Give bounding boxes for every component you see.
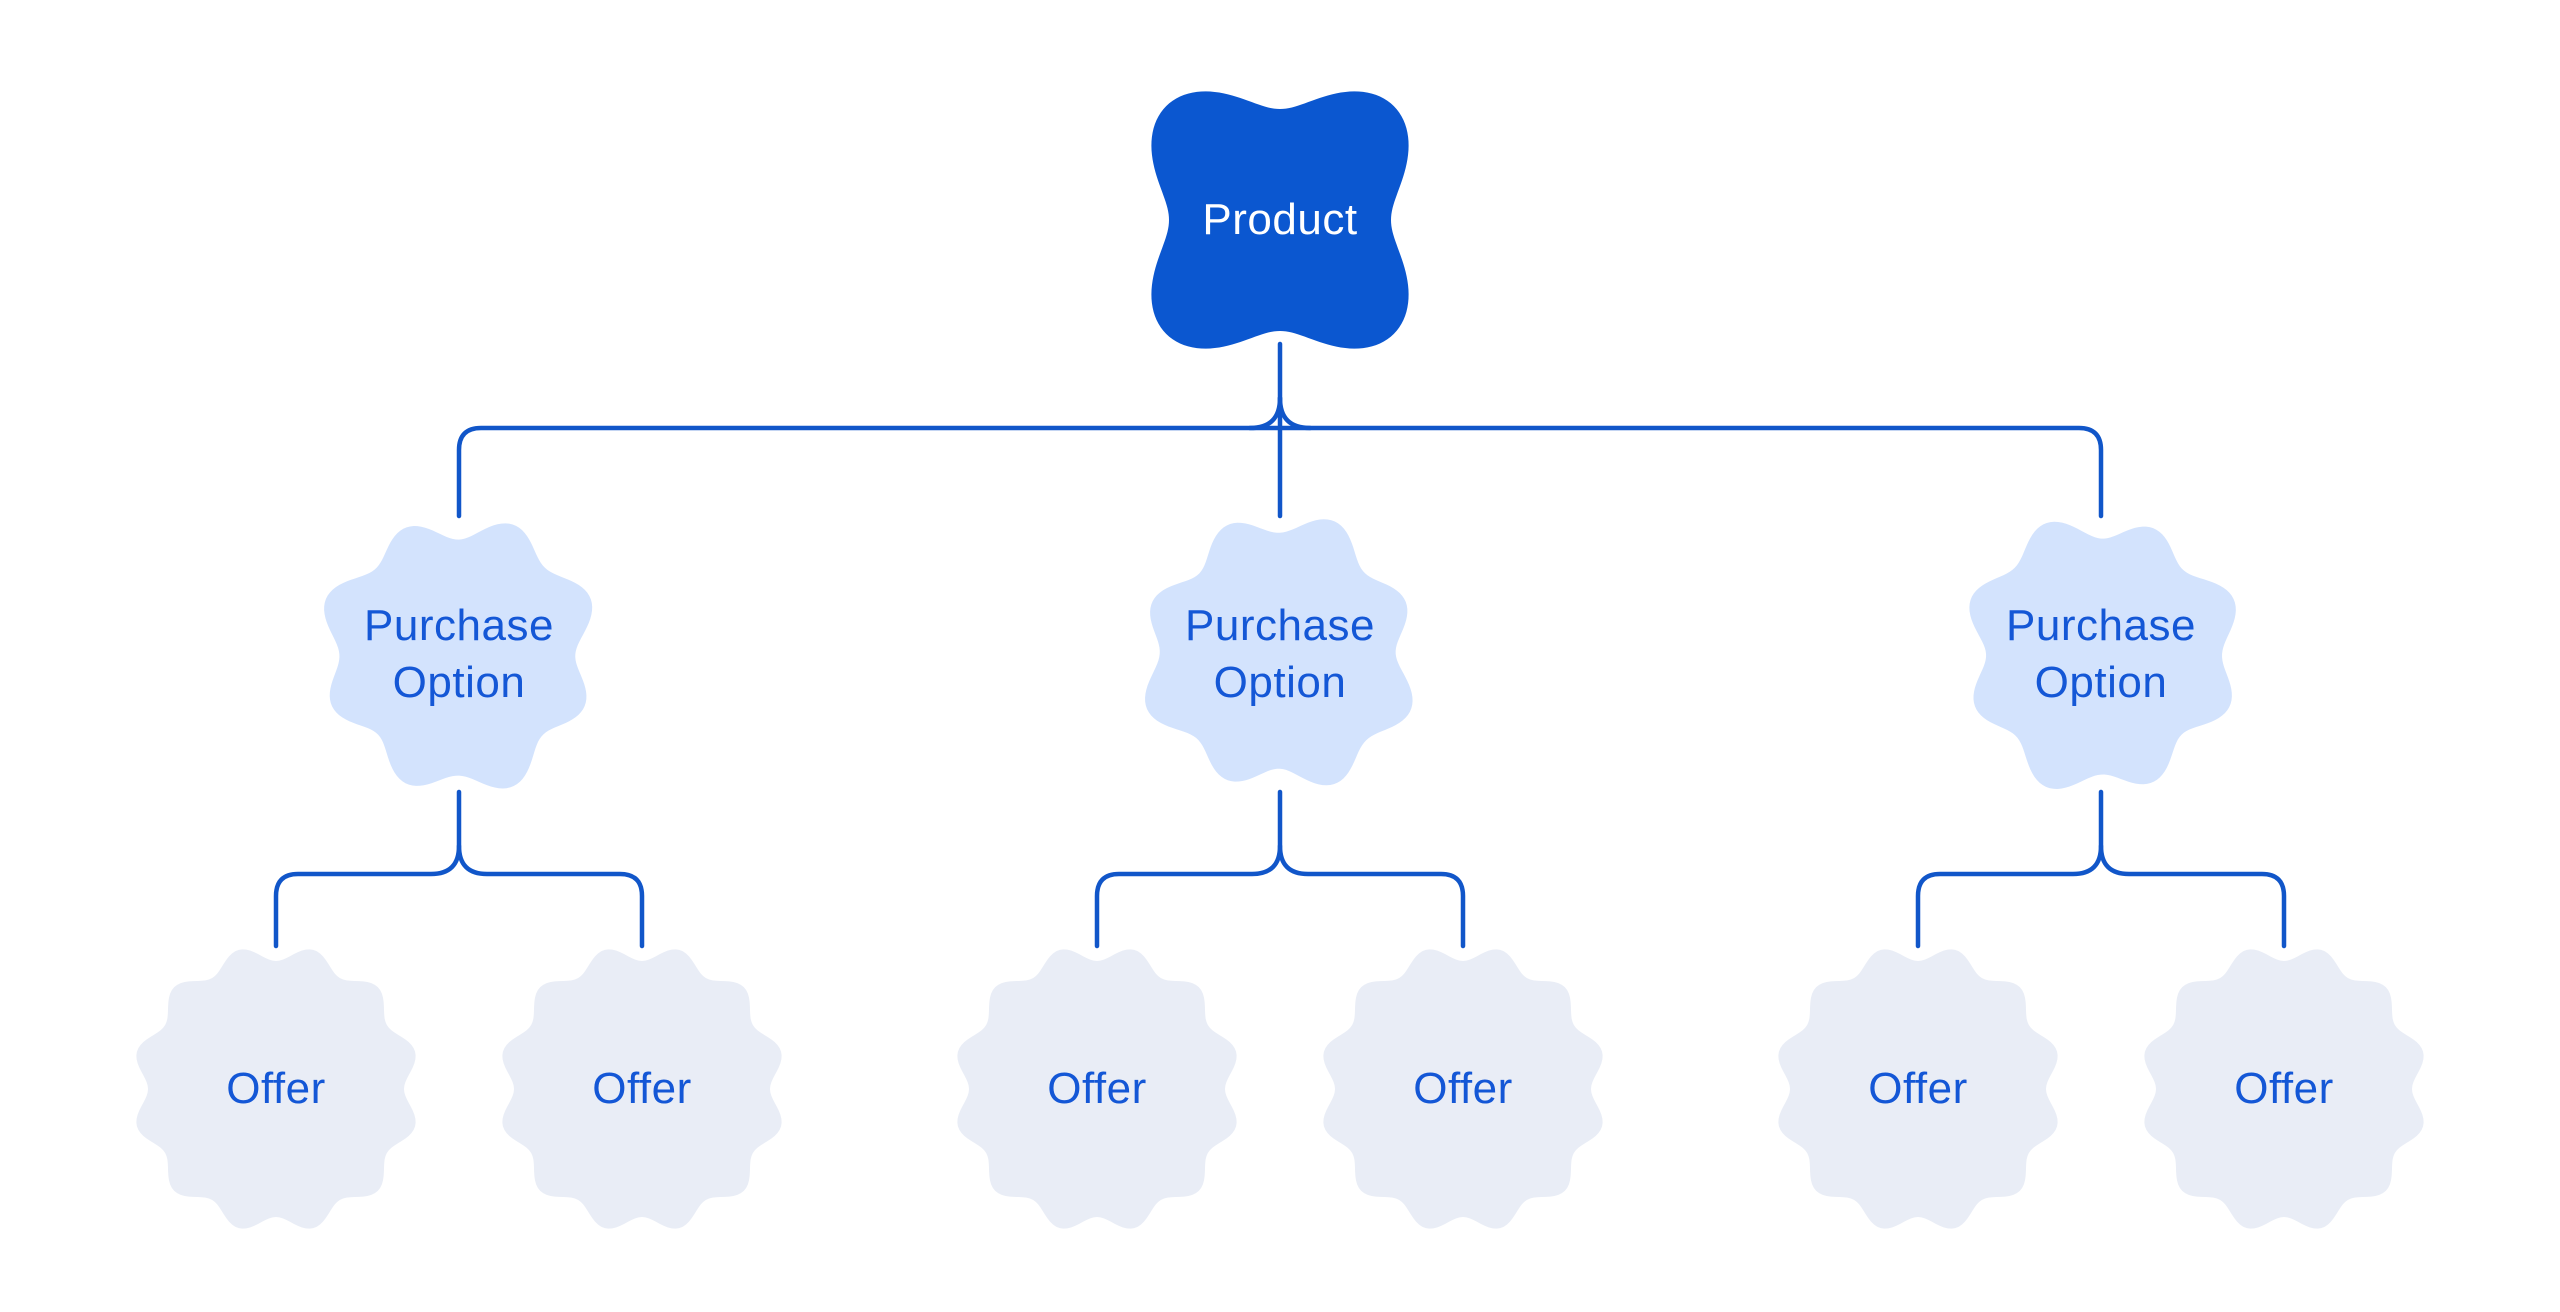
purchase-option-blob-shape xyxy=(1969,521,2236,789)
offer-label: Offer xyxy=(1868,1064,1968,1113)
purchase-option-blob-shape xyxy=(1145,519,1413,786)
node-offer-4: Offer xyxy=(1313,939,1613,1239)
node-offer-6: Offer xyxy=(2134,939,2434,1239)
node-purchase-option-3: Purchase Option xyxy=(1951,504,2251,804)
purchase-option-label: Purchase Option xyxy=(1185,601,1375,707)
node-purchase-option-2: Purchase Option xyxy=(1130,504,1430,804)
offer-blob-shape xyxy=(2144,949,2424,1229)
purchase-option-label: Purchase Option xyxy=(364,601,554,707)
node-offer-5: Offer xyxy=(1768,939,2068,1239)
offer-blob-shape xyxy=(502,949,782,1229)
node-offer-3: Offer xyxy=(947,939,1247,1239)
offer-label: Offer xyxy=(226,1064,326,1113)
offer-label: Offer xyxy=(592,1064,692,1113)
node-product: Product xyxy=(1110,50,1450,390)
offer-blob-shape xyxy=(957,949,1237,1229)
offer-label: Offer xyxy=(1047,1064,1147,1113)
offer-blob-shape xyxy=(1323,949,1603,1229)
node-offer-1: Offer xyxy=(126,939,426,1239)
offer-label: Offer xyxy=(2234,1064,2334,1113)
purchase-option-blob-shape xyxy=(324,523,593,789)
product-label: Product xyxy=(1202,195,1358,244)
offer-blob-shape xyxy=(1778,949,2058,1229)
offer-blob-shape xyxy=(136,949,416,1229)
product-blob-shape xyxy=(1151,91,1409,349)
node-purchase-option-1: Purchase Option xyxy=(309,504,609,804)
purchase-option-label: Purchase Option xyxy=(2006,601,2196,707)
node-offer-2: Offer xyxy=(492,939,792,1239)
offer-label: Offer xyxy=(1413,1064,1513,1113)
